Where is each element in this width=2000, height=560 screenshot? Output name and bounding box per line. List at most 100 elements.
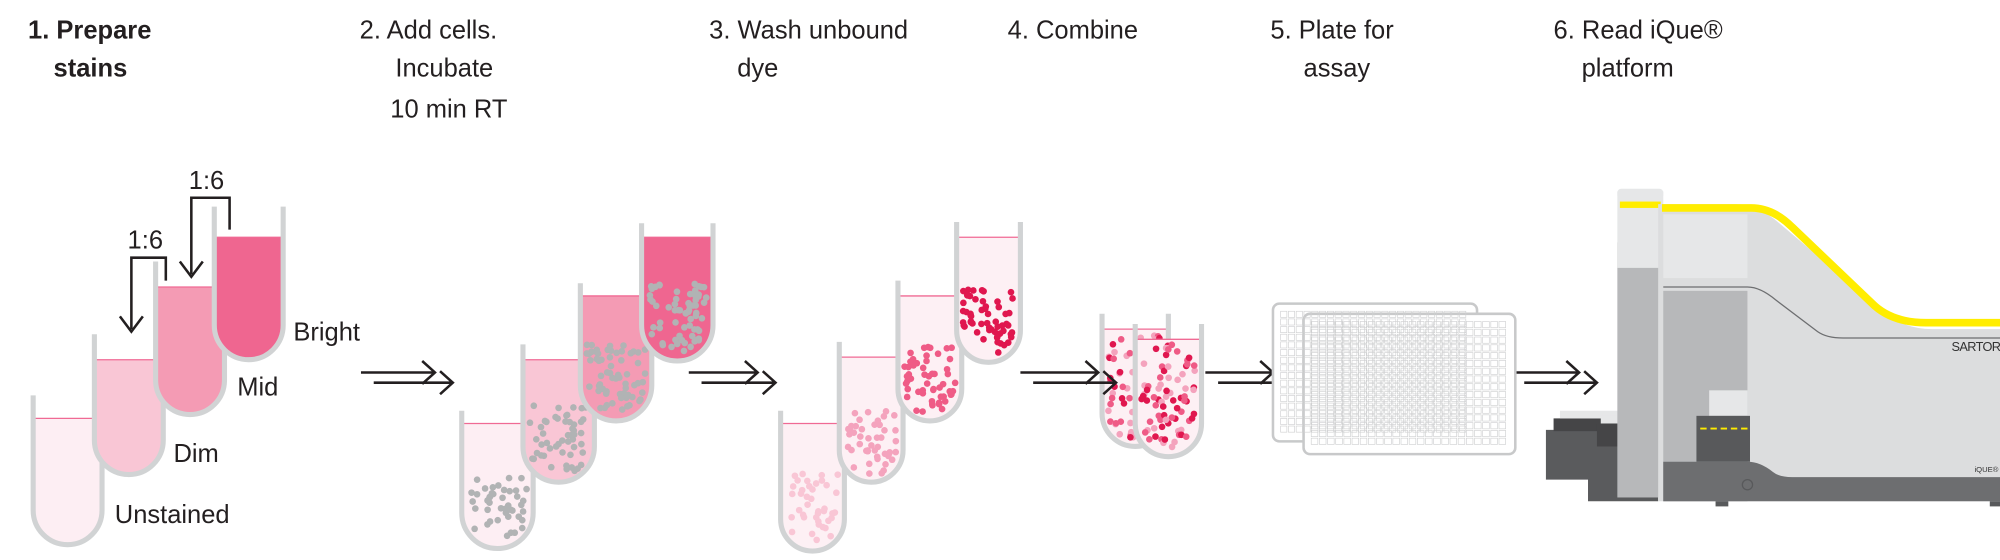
cell-dot <box>1109 340 1117 348</box>
cell-dot <box>963 308 970 316</box>
cell-dot <box>1146 435 1153 443</box>
cell-dot <box>652 302 660 310</box>
plate-well <box>1310 437 1319 445</box>
plate-well <box>1404 395 1412 402</box>
plate-well <box>1428 310 1436 318</box>
plate-well <box>1319 328 1327 336</box>
plate-well <box>1408 414 1417 422</box>
plate-well <box>1319 375 1327 383</box>
plate-well <box>1303 387 1311 395</box>
plate-well <box>1482 383 1490 391</box>
plate-well <box>1466 360 1474 367</box>
cell-dot <box>546 445 554 452</box>
plate-well <box>1335 328 1343 336</box>
plate-well <box>1319 437 1327 445</box>
cell-dot <box>994 349 1002 356</box>
plate-well <box>1498 344 1506 352</box>
plate-well <box>1441 430 1449 437</box>
cell-dot <box>636 397 643 405</box>
plate-well <box>1327 406 1335 414</box>
plate-well <box>1482 414 1490 422</box>
cell-dot <box>880 413 888 420</box>
plate-well <box>1335 406 1343 414</box>
plate-well <box>1319 418 1327 425</box>
arrow-line <box>688 360 760 385</box>
cell-dot <box>998 322 1006 329</box>
cell-dot <box>494 516 502 524</box>
plate-well <box>1327 375 1335 383</box>
plate-well <box>1482 391 1490 399</box>
cell-dot <box>923 357 930 365</box>
plate-well <box>1373 418 1381 425</box>
plate-well <box>1449 328 1457 336</box>
plate-well <box>1288 349 1295 356</box>
plate-well <box>1474 375 1482 383</box>
plate-well <box>1404 372 1412 379</box>
plate-well <box>1443 379 1451 387</box>
cell-dot <box>639 378 647 386</box>
tube-liquid <box>214 237 284 360</box>
tube-liquid <box>155 287 225 415</box>
cell-dot <box>634 359 642 367</box>
cell-dot <box>486 518 494 525</box>
plate-well <box>1435 372 1443 379</box>
plate-well <box>1466 328 1474 336</box>
plate-well <box>1359 321 1368 329</box>
plate-well <box>1428 395 1436 402</box>
cell-dot <box>834 471 842 478</box>
plate-well <box>1466 321 1474 329</box>
cell-dot <box>1164 363 1172 370</box>
plate-well <box>1449 360 1457 367</box>
plate-well <box>1368 375 1376 383</box>
plate-well <box>1342 372 1350 379</box>
cell-dot <box>935 400 943 408</box>
instrument-brand: SARTORIUS <box>1952 339 2000 354</box>
plate-well <box>1490 422 1498 430</box>
plate-well <box>1498 360 1506 367</box>
plate-well <box>1449 352 1457 360</box>
plate-well <box>1335 430 1343 437</box>
plate-well <box>1474 344 1482 352</box>
double-arrow-icon <box>360 360 455 396</box>
cell-dot <box>489 483 497 491</box>
cell-dot <box>807 495 815 503</box>
cell-dot <box>530 402 538 410</box>
plate-well <box>1351 336 1359 344</box>
plate-well <box>1359 398 1368 406</box>
plate-well <box>1376 422 1384 430</box>
cell-dot <box>874 417 882 425</box>
cell-dot <box>537 423 545 431</box>
plate-well <box>1433 336 1441 344</box>
cell-dot <box>1190 362 1198 369</box>
plate-well <box>1384 414 1392 422</box>
tube-wall <box>520 344 597 485</box>
plate-well <box>1443 410 1451 418</box>
plate-well <box>1449 391 1457 399</box>
cell-dot <box>505 474 513 482</box>
plate-well <box>1295 310 1303 318</box>
plate-well <box>1334 395 1342 402</box>
plate-well <box>1482 328 1490 336</box>
cell-dot <box>518 474 525 482</box>
cell-dot <box>539 430 547 437</box>
cell-dot <box>518 524 526 532</box>
plate-well <box>1295 387 1303 395</box>
plate-well <box>1498 375 1506 383</box>
cell-dot <box>1127 433 1134 441</box>
step-3-heading: 3. Wash unbound dye <box>709 16 908 82</box>
tube-wall <box>30 395 105 548</box>
cell-dot <box>673 288 681 296</box>
plate-well <box>1400 414 1408 422</box>
cell-dot <box>574 465 581 473</box>
plate-well <box>1351 430 1359 437</box>
plate-well <box>1343 328 1351 336</box>
cell-dot <box>822 524 829 532</box>
arrow-line <box>373 370 455 396</box>
cell-dot <box>850 429 858 436</box>
plate-well <box>1310 406 1319 414</box>
cell-dot <box>1007 288 1015 296</box>
plate-well <box>1428 418 1436 425</box>
plate-well <box>1319 398 1327 406</box>
cell-dot <box>543 418 550 426</box>
plate-well <box>1295 410 1303 418</box>
